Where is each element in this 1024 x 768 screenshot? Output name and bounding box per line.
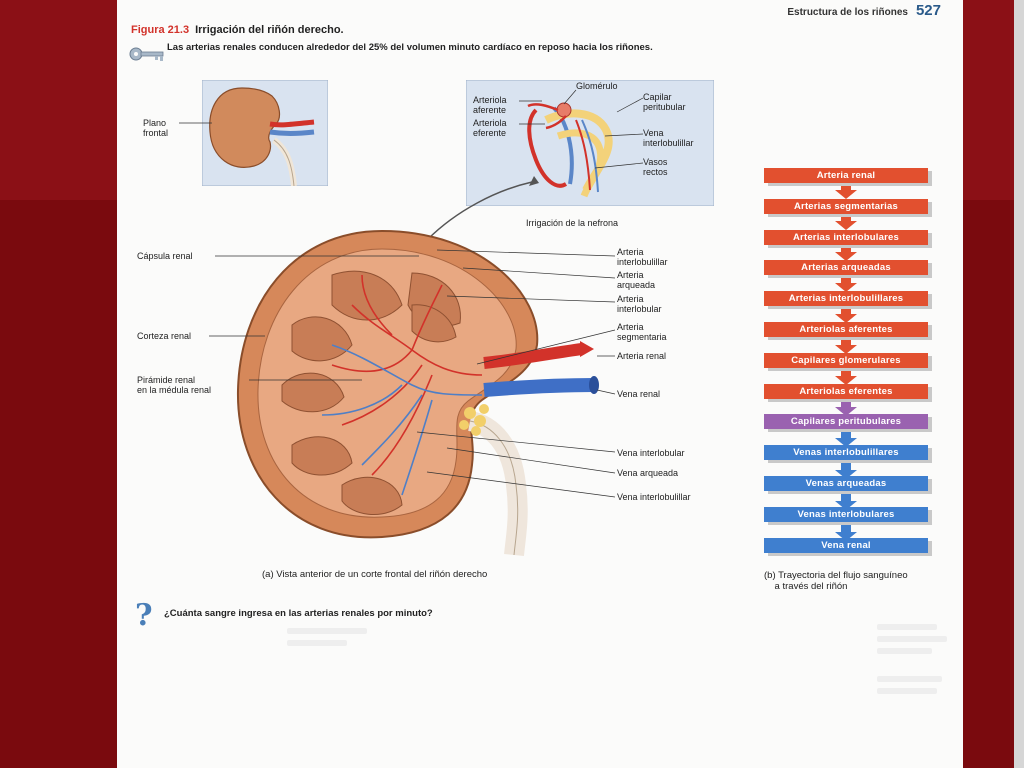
caption-b: (b) Trayectoria del flujo sanguíneo a tr… <box>764 570 908 592</box>
bleed-through-line <box>287 640 347 646</box>
bleed-through-line <box>877 624 937 630</box>
leader-lines-main <box>209 249 616 498</box>
label-glomerulus: Glomérulo <box>576 81 618 91</box>
nephron-inset-illustration <box>466 80 714 206</box>
caption-nephron: Irrigación de la nefrona <box>526 218 619 228</box>
figure-title: Figura 21.3 Irrigación del riñón derecho. <box>131 24 344 36</box>
question-mark-icon: ? <box>135 598 153 633</box>
label-renal-capsule: Cápsula renal <box>137 251 193 261</box>
label-frontal-plane: Plano frontal <box>143 118 169 138</box>
section-title: Estructura de los riñones <box>787 7 908 18</box>
leader-lines-nephron <box>426 89 644 241</box>
page-number: 527 <box>915 2 941 19</box>
textbook-page: Estructura de los riñones 527 Figura 21.3… <box>117 0 963 768</box>
key-concept-text: Las arterias renales conducen alrededor … <box>167 42 653 53</box>
key-icon <box>129 47 164 61</box>
label-efferent-arteriole: Arteriola eferente <box>473 118 507 138</box>
flow-arrows <box>835 183 857 541</box>
caption-a: (a) Vista anterior de un corte frontal d… <box>262 569 488 580</box>
bleed-through-line <box>877 648 932 654</box>
flow-step: Venas interlobulillares <box>764 445 928 460</box>
flow-step: Arteriolas eferentes <box>764 384 928 399</box>
flow-step: Capilares glomerulares <box>764 353 928 368</box>
label-arcuate-vein: Vena arqueada <box>617 468 679 478</box>
flow-step: Arterias interlobulillares <box>764 291 928 306</box>
flow-step: Venas arqueadas <box>764 476 928 491</box>
label-vasa-recta: Vasos rectos <box>643 157 668 177</box>
figure-question: ¿Cuánta sangre ingresa en las arterias r… <box>164 608 433 619</box>
label-afferent-arteriole: Arteriola aferente <box>473 95 507 115</box>
label-renal-cortex: Corteza renal <box>137 331 192 341</box>
flow-step: Vena renal <box>764 538 928 553</box>
bleed-through-line <box>877 636 947 642</box>
label-interlobular-vein-nephron: Vena interlobulillar <box>643 128 694 148</box>
label-interlobular-vein: Vena interlobular <box>617 448 685 458</box>
flow-connectors <box>835 183 857 541</box>
bleed-through-line <box>287 628 367 634</box>
flow-step: Arteria renal <box>764 168 928 183</box>
flow-step: Arteriolas aferentes <box>764 322 928 337</box>
label-renal-vein: Vena renal <box>617 389 661 399</box>
label-interlobular-artery: Arteria interlobular <box>617 294 662 314</box>
flow-step: Arterias interlobulares <box>764 230 928 245</box>
figure-title-text: Irrigación del riñón derecho. <box>195 24 344 36</box>
leader-lines-inset <box>179 122 212 124</box>
flow-step: Arterias arqueadas <box>764 260 928 275</box>
kidney-section-illustration <box>236 229 599 557</box>
page-edge-shadow <box>1014 0 1024 768</box>
label-peritubular-capillary: Capilar peritubular <box>643 92 686 112</box>
label-arcuate-artery: Arteria arqueada <box>617 270 656 290</box>
flow-step: Venas interlobulares <box>764 507 928 522</box>
label-interlobulillar-vein: Vena interlobulillar <box>617 492 691 502</box>
label-segmental-artery: Arteria segmentaria <box>617 322 667 342</box>
flow-step: Arterias segmentarias <box>764 199 928 214</box>
figure-number: Figura 21.3 <box>131 24 190 36</box>
bleed-through-line <box>877 688 937 694</box>
label-renal-artery: Arteria renal <box>617 351 667 361</box>
label-interlobulillar-artery: Arteria interlobulillar <box>617 247 668 267</box>
bleed-through-line <box>877 676 942 682</box>
flow-step: Capilares peritubulares <box>764 414 928 429</box>
label-renal-pyramid: Pirámide renal en la médula renal <box>137 375 212 395</box>
running-header: Estructura de los riñones 527 <box>787 2 941 19</box>
kidney-inset-illustration <box>202 80 328 186</box>
